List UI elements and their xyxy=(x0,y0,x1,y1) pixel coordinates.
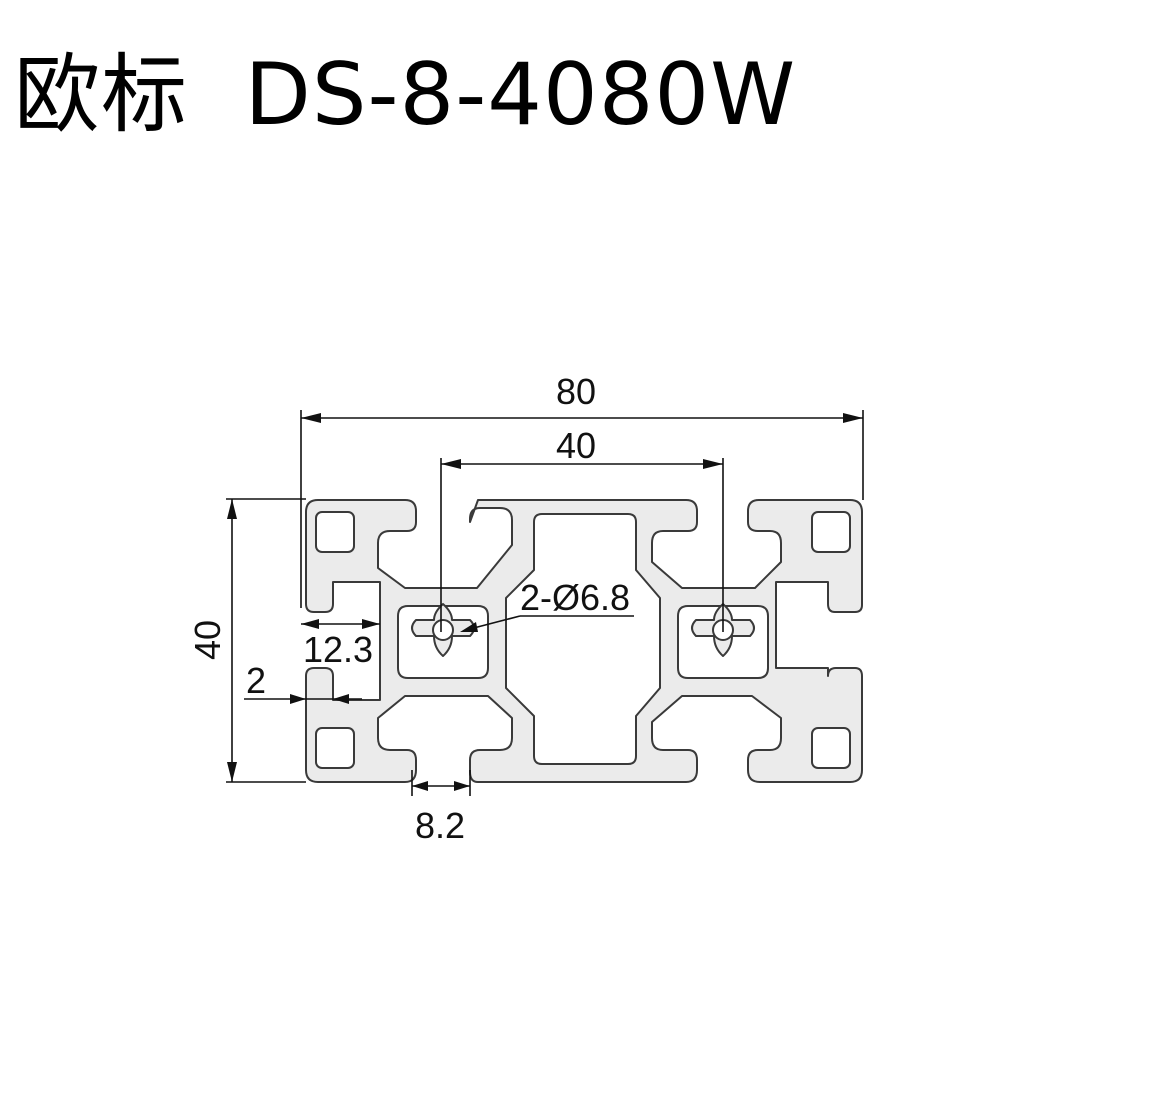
arrow-80-left xyxy=(301,413,321,423)
corner-cavity-top-left xyxy=(315,511,355,553)
page-title: 欧标 DS-8-4080W xyxy=(14,45,797,145)
holes-label: 2-Ø6.8 xyxy=(520,577,630,618)
arrow-40h-left xyxy=(441,459,461,469)
aluminum-profile xyxy=(305,499,863,783)
dim-8-2-label: 8.2 xyxy=(415,805,465,846)
arrow-40h-right xyxy=(703,459,723,469)
arrow-12-3-right xyxy=(362,619,380,629)
arrow-80-right xyxy=(843,413,863,423)
center-cavity xyxy=(505,513,661,765)
arrow-12-3-left xyxy=(301,619,319,629)
dim-40-h-label: 40 xyxy=(556,425,596,466)
dim-2-label: 2 xyxy=(246,660,266,701)
corner-cavity-top-right xyxy=(811,511,851,553)
corner-cavity-bottom-right xyxy=(811,727,851,769)
arrow-40v-bottom xyxy=(227,762,237,782)
arrow-40v-top xyxy=(227,499,237,519)
left-bore-hole xyxy=(432,619,454,641)
dimensions: 80 40 40 12.3 2 8.2 xyxy=(187,371,864,846)
arrow-8-2-left xyxy=(412,781,428,791)
arrow-2-left xyxy=(290,694,306,704)
dim-80-label: 80 xyxy=(556,371,596,412)
dim-12-3-label: 12.3 xyxy=(303,629,373,670)
arrow-8-2-right xyxy=(454,781,470,791)
arrow-2-right xyxy=(333,694,349,704)
dim-40-v-label: 40 xyxy=(187,620,228,660)
arrow-leader xyxy=(460,622,478,632)
corner-cavity-bottom-left xyxy=(315,727,355,769)
